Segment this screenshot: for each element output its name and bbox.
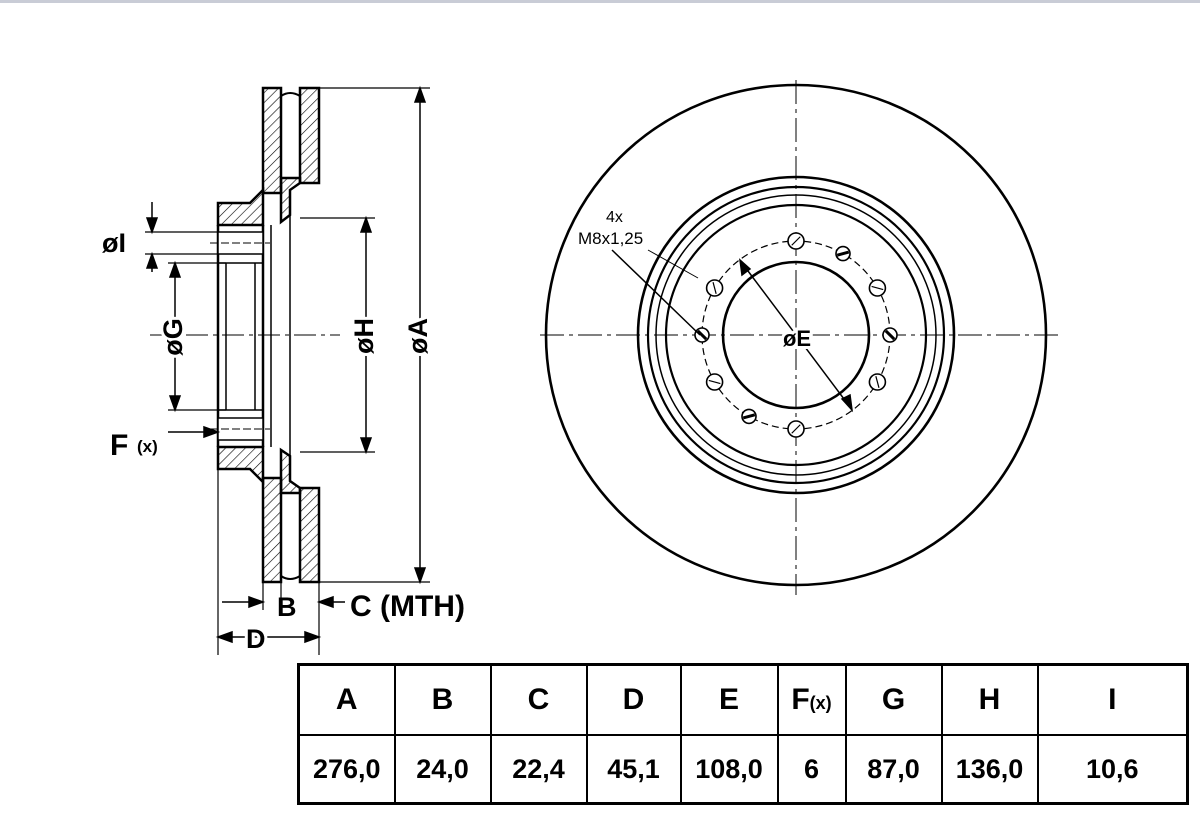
header-i: I — [1036, 663, 1189, 736]
friction-ring-inner-edge — [636, 175, 956, 495]
top-outer-ring — [261, 86, 283, 195]
label-f-sub: (x) — [137, 437, 158, 456]
hole-mark — [791, 236, 801, 246]
label-b: B — [277, 592, 297, 622]
value-d: 45,1 — [585, 734, 682, 805]
value-h: 136,0 — [940, 734, 1039, 805]
label-dia-a: øA — [403, 318, 433, 354]
header-f-letter: F — [791, 683, 810, 716]
hole-mark — [875, 376, 880, 388]
value-e: 108,0 — [679, 734, 779, 805]
hole-mark — [884, 329, 896, 341]
side-labels: øA øH øG øI F (x) B C (MTH) D — [102, 228, 465, 657]
label-c-mth: C (MTH) — [350, 590, 465, 623]
dimension-e — [738, 258, 854, 413]
value-i: 10,6 — [1036, 734, 1189, 805]
label-dia-g: øG — [158, 318, 188, 356]
table-values-row: 276,0 24,0 22,4 45,1 108,0 6 87,0 136,0 … — [297, 734, 1189, 805]
value-b: 24,0 — [393, 734, 492, 805]
label-dia-i: øI — [102, 228, 126, 258]
label-thread-count: 4x — [606, 209, 623, 226]
header-f-sub: (x) — [809, 693, 832, 713]
bottom-outer-ring — [261, 476, 283, 584]
hole-mark — [712, 282, 717, 294]
bottom-hat-neck — [279, 447, 302, 495]
label-dia-h: øH — [349, 318, 379, 354]
window-top-border — [0, 0, 1200, 3]
dimension-lines — [145, 85, 427, 644]
front-labels: 4x M8x1,25 øE — [578, 209, 814, 354]
front-view — [540, 80, 1060, 595]
header-b: B — [393, 663, 492, 736]
thread-leader — [611, 249, 701, 336]
header-h: H — [940, 663, 1039, 736]
value-a: 276,0 — [297, 734, 396, 805]
value-g: 87,0 — [844, 734, 943, 805]
label-thread-spec: M8x1,25 — [578, 229, 643, 248]
header-f: F(x) — [776, 663, 847, 736]
top-inner-ring — [298, 86, 321, 185]
header-e: E — [679, 663, 779, 736]
top-hat-flange — [216, 186, 265, 227]
bolt-holes — [694, 232, 898, 438]
hole-mark — [836, 250, 850, 257]
dimensions-table: A B C D E F(x) G H I 276,0 24,0 22,4 45,… — [297, 663, 1189, 805]
hole-mark — [696, 329, 708, 341]
disc-outer-edge — [544, 83, 1048, 587]
hole-mark — [871, 285, 884, 291]
label-dia-e: øE — [783, 326, 811, 351]
hole-mark — [791, 424, 801, 434]
hole-mark — [742, 413, 756, 420]
hole-mark — [708, 379, 721, 385]
label-f: F — [110, 429, 128, 462]
center-bore — [721, 260, 871, 410]
header-g: G — [844, 663, 943, 736]
value-c: 22,4 — [489, 734, 588, 805]
hat-outer-edge — [664, 203, 928, 467]
bottom-inner-ring — [298, 486, 321, 584]
side-section-view — [145, 86, 430, 655]
table-header-row: A B C D E F(x) G H I — [297, 663, 1189, 736]
bottom-hat-flange — [216, 445, 265, 486]
top-hat-neck — [279, 176, 302, 225]
header-c: C — [489, 663, 588, 736]
header-a: A — [297, 663, 396, 736]
header-d: D — [585, 663, 682, 736]
value-f: 6 — [776, 734, 847, 805]
label-d: D — [246, 624, 266, 654]
